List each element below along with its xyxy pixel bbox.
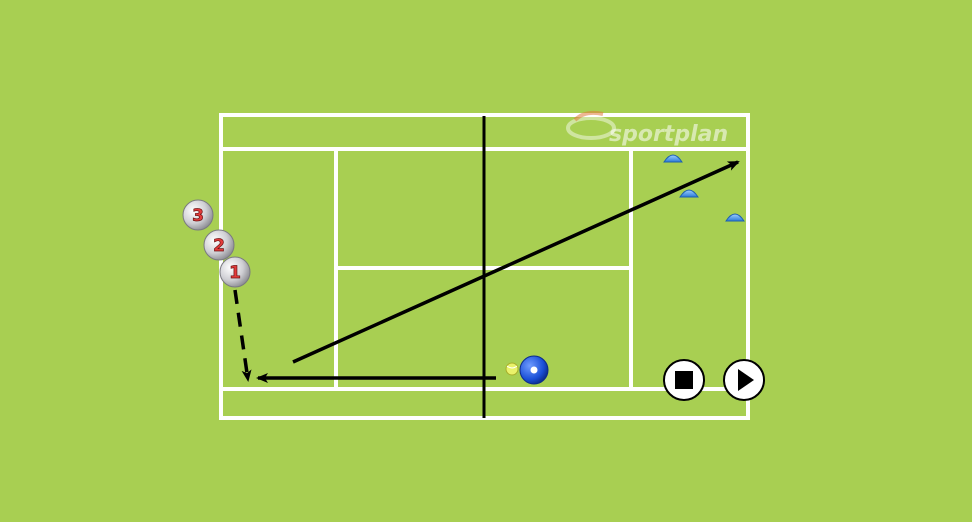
sportplan-logo: sportplan xyxy=(566,110,728,147)
cone-icon xyxy=(725,213,745,222)
return-shot-arrow xyxy=(292,160,740,364)
logo-text: sportplan xyxy=(609,122,728,147)
player-token-1: 1 xyxy=(219,256,251,288)
stop-button[interactable] xyxy=(663,359,705,401)
arrows xyxy=(233,160,740,383)
player-run-arrow xyxy=(233,289,252,382)
tennis-ball-icon xyxy=(505,362,519,376)
cone-icon xyxy=(663,154,683,163)
logo-swoosh-icon xyxy=(566,116,616,140)
play-button[interactable] xyxy=(723,359,765,401)
player-token-2: 2 xyxy=(203,229,235,261)
stop-icon xyxy=(675,371,693,389)
player-number: 1 xyxy=(229,263,241,283)
player-number: 2 xyxy=(213,236,225,256)
player-token-3: 3 xyxy=(182,199,214,231)
cones xyxy=(663,154,745,222)
player-number: 3 xyxy=(192,206,204,226)
cone-icon xyxy=(679,189,699,198)
coach-token xyxy=(519,355,549,385)
play-icon xyxy=(738,369,754,391)
player-queue: 3 2 1 xyxy=(182,199,251,288)
